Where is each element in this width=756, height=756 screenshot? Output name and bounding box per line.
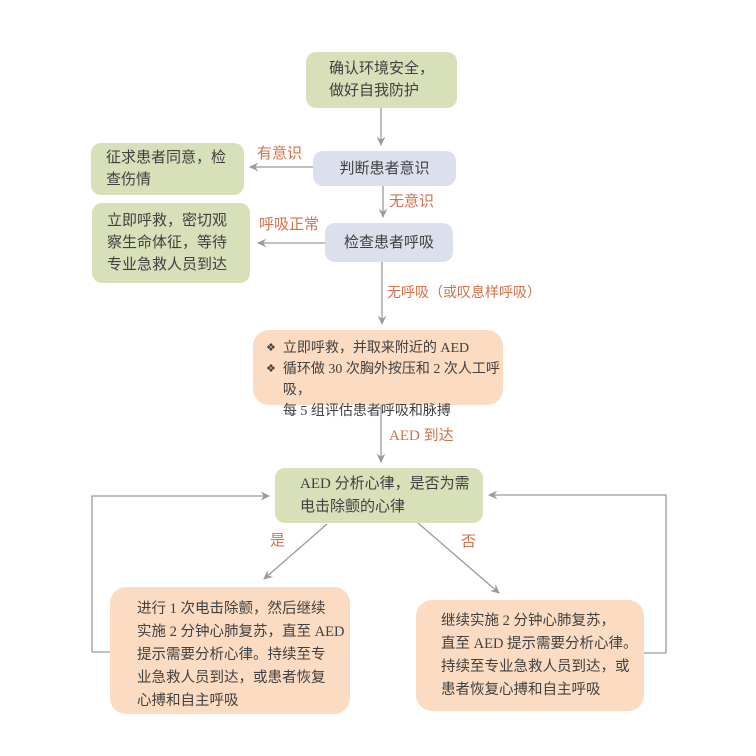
node-call-help-observe: 立即呼救，密切观 察生命体征，等待 专业急救人员到达 <box>92 203 250 283</box>
node-call-help-observe-text: 立即呼救，密切观 察生命体征，等待 专业急救人员到达 <box>107 213 228 273</box>
edge-label-conscious: 有意识 <box>257 146 303 162</box>
cpr-cycle-item: ❖ 立即呼救，并取来附近的 AED <box>266 338 503 359</box>
node-confirm-safety-text: 确认环境安全， 做好自我防护 <box>328 61 434 99</box>
node-aed-analyze-rhythm: AED 分析心律，是否为需 电击除颤的心律 <box>275 468 483 523</box>
node-confirm-safety: 确认环境安全， 做好自我防护 <box>306 52 457 108</box>
node-cpr-cycle: ❖ 立即呼救，并取来附近的 AED ❖ 循环做 30 次胸外按压和 2 次人工呼… <box>253 330 503 419</box>
node-aed-analyze-rhythm-text: AED 分析心律，是否为需 电击除颤的心律 <box>300 476 470 515</box>
edge-label-yes: 是 <box>270 533 286 549</box>
node-judge-consciousness-text: 判断患者意识 <box>339 160 430 177</box>
cpr-cycle-item: ❖ 循环做 30 次胸外按压和 2 次人工呼吸， 每 5 组评估患者呼吸和脉搏 <box>266 359 503 422</box>
node-check-breathing-text: 检查患者呼吸 <box>343 234 434 251</box>
edge-label-aed-arrives: AED 到达 <box>389 428 454 444</box>
node-shock-then-cpr: 进行 1 次电击除颤，然后继续 实施 2 分钟心肺复苏，直至 AED 提示需要分… <box>110 587 350 714</box>
connector-aed-yes-to-shock <box>263 523 328 580</box>
diamond-bullet-icon: ❖ <box>266 342 276 354</box>
node-check-breathing: 检查患者呼吸 <box>325 223 453 262</box>
node-ask-consent: 征求患者同意，检 查伤情 <box>91 143 244 195</box>
cpr-cycle-item-text: 循环做 30 次胸外按压和 2 次人工呼吸， 每 5 组评估患者呼吸和脉搏 <box>282 362 500 419</box>
connector-continue-loop-to-aed <box>487 490 667 654</box>
edge-label-unconscious: 无意识 <box>389 194 435 210</box>
node-judge-consciousness: 判断患者意识 <box>313 151 456 186</box>
node-continue-cpr-text: 继续实施 2 分钟心肺复苏， 直至 AED 提示需要分析心律。 持续至专业急救人… <box>441 613 638 698</box>
connector-aed-no-to-continue <box>417 522 500 594</box>
node-shock-then-cpr-text: 进行 1 次电击除颤，然后继续 实施 2 分钟心肺复苏，直至 AED 提示需要分… <box>137 601 345 709</box>
node-ask-consent-text: 征求患者同意，检 查伤情 <box>106 150 227 188</box>
cpr-cycle-item-text: 立即呼救，并取来附近的 AED <box>282 341 470 356</box>
edge-label-breathing-normal: 呼吸正常 <box>259 217 320 233</box>
edge-label-no: 否 <box>461 534 477 550</box>
connector-shock-loop-to-aed <box>91 491 271 653</box>
node-continue-cpr: 继续实施 2 分钟心肺复苏， 直至 AED 提示需要分析心律。 持续至专业急救人… <box>416 600 644 711</box>
edge-label-no-breathing: 无呼吸（或叹息样呼吸） <box>387 286 541 301</box>
diamond-bullet-icon: ❖ <box>266 363 276 375</box>
